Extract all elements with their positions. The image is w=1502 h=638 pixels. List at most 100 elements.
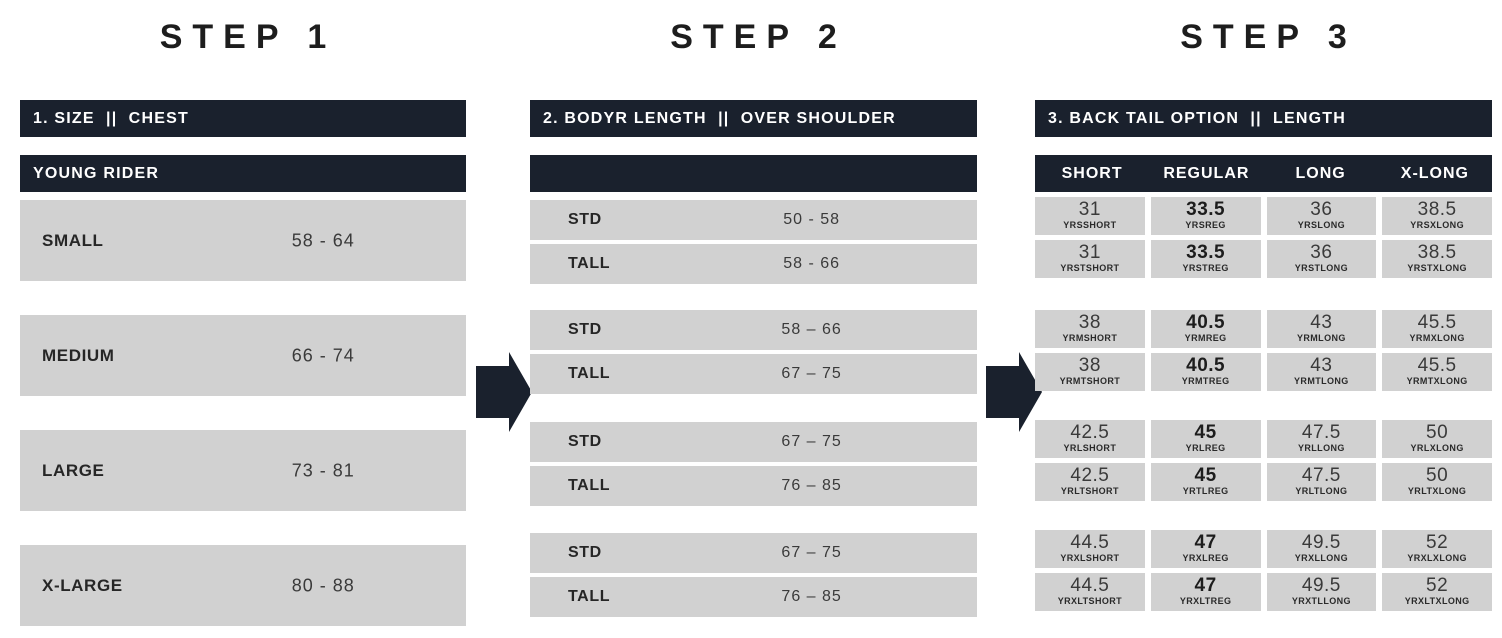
size-label: LARGE (42, 460, 105, 480)
length-value: 31 (1078, 242, 1101, 263)
length-value: 40.5 (1186, 355, 1226, 376)
chest-range-value: 66 - 74 (291, 345, 355, 365)
shoulder-range-value: 67 – 75 (781, 365, 842, 382)
shoulder-range-value: 67 – 75 (781, 433, 842, 450)
chest-range-value: 58 - 64 (291, 230, 355, 250)
length-value: 40.5 (1186, 312, 1226, 333)
size-label: MEDIUM (42, 345, 115, 365)
length-value: 38 (1078, 355, 1101, 376)
product-code: YRSTXLONG (1407, 263, 1467, 273)
product-code: YRLTSHORT (1060, 486, 1119, 496)
step2-title: STEP 2 (670, 18, 847, 56)
length-value: 47.5 (1301, 465, 1341, 486)
step2-panel: STEP 2 2. BODYR LENGTH || OVER SHOULDER … (530, 0, 977, 638)
fit-label: STD (568, 211, 602, 228)
step3-title: STEP 3 (1180, 18, 1357, 56)
product-code: YRXLLONG (1294, 553, 1348, 563)
length-value: 44.5 (1070, 532, 1110, 553)
shoulder-range-value: 58 – 66 (781, 321, 842, 338)
product-code: YRXLTXLONG (1404, 596, 1470, 606)
length-value: 38.5 (1417, 199, 1457, 220)
product-code: YRSTLONG (1294, 263, 1348, 273)
product-code: YRSTSHORT (1060, 263, 1120, 273)
product-code: YRXLREG (1182, 553, 1229, 563)
product-code: YRMTXLONG (1406, 376, 1468, 386)
product-code: YRXTLLONG (1291, 596, 1351, 606)
fit-label: STD (568, 544, 602, 561)
length-value: 36 (1310, 199, 1333, 220)
fit-label: TALL (568, 255, 611, 272)
back-tail-header-label: REGULAR (1163, 164, 1250, 182)
length-value: 44.5 (1070, 575, 1110, 596)
flow-arrow-right-icon (476, 352, 532, 432)
product-code: YRMSHORT (1062, 333, 1118, 343)
product-code: YRXLSHORT (1060, 553, 1120, 563)
length-value: 45.5 (1417, 355, 1457, 376)
fit-row: STD 67 – 75 (530, 422, 977, 462)
product-code: YRLXLONG (1410, 443, 1464, 453)
back-tail-header-label: X-LONG (1400, 164, 1469, 182)
product-code: YRLLONG (1297, 443, 1345, 453)
product-code: YRLTXLONG (1407, 486, 1467, 496)
product-code: YRTLREG (1182, 486, 1229, 496)
product-code: YRXLXLONG (1407, 553, 1467, 563)
length-value: 52 (1426, 575, 1449, 596)
length-value: 50 (1426, 422, 1449, 443)
shoulder-range-value: 76 – 85 (781, 477, 842, 494)
length-value: 49.5 (1301, 575, 1341, 596)
length-value: 47 (1194, 532, 1217, 553)
young-rider-bar: YOUNG RIDER (20, 155, 466, 192)
product-code: YRLSHORT (1063, 443, 1117, 453)
length-value: 42.5 (1070, 465, 1110, 486)
step3-header-bar: 3. BACK TAIL OPTION || LENGTH (1035, 100, 1492, 137)
fit-label: STD (568, 321, 602, 338)
length-value: 31 (1078, 199, 1101, 220)
length-value: 45 (1194, 465, 1217, 486)
step1-title: STEP 1 (159, 18, 337, 56)
product-code: YRLREG (1185, 443, 1226, 453)
product-code: YRSREG (1185, 220, 1226, 230)
shoulder-range-value: 76 – 85 (781, 588, 842, 605)
product-code: YRXLTREG (1179, 596, 1232, 606)
fit-label: STD (568, 433, 602, 450)
product-code: YRMTLONG (1294, 376, 1349, 386)
chest-range-value: 80 - 88 (291, 575, 355, 595)
length-value: 43 (1310, 312, 1333, 333)
length-value: 38 (1078, 312, 1101, 333)
length-value: 47.5 (1301, 422, 1341, 443)
back-tail-header-label: SHORT (1061, 164, 1123, 182)
length-value: 33.5 (1186, 199, 1226, 220)
product-code: YRMXLONG (1409, 333, 1465, 343)
fit-label: TALL (568, 365, 611, 382)
flow-arrow-right-icon (986, 352, 1042, 432)
